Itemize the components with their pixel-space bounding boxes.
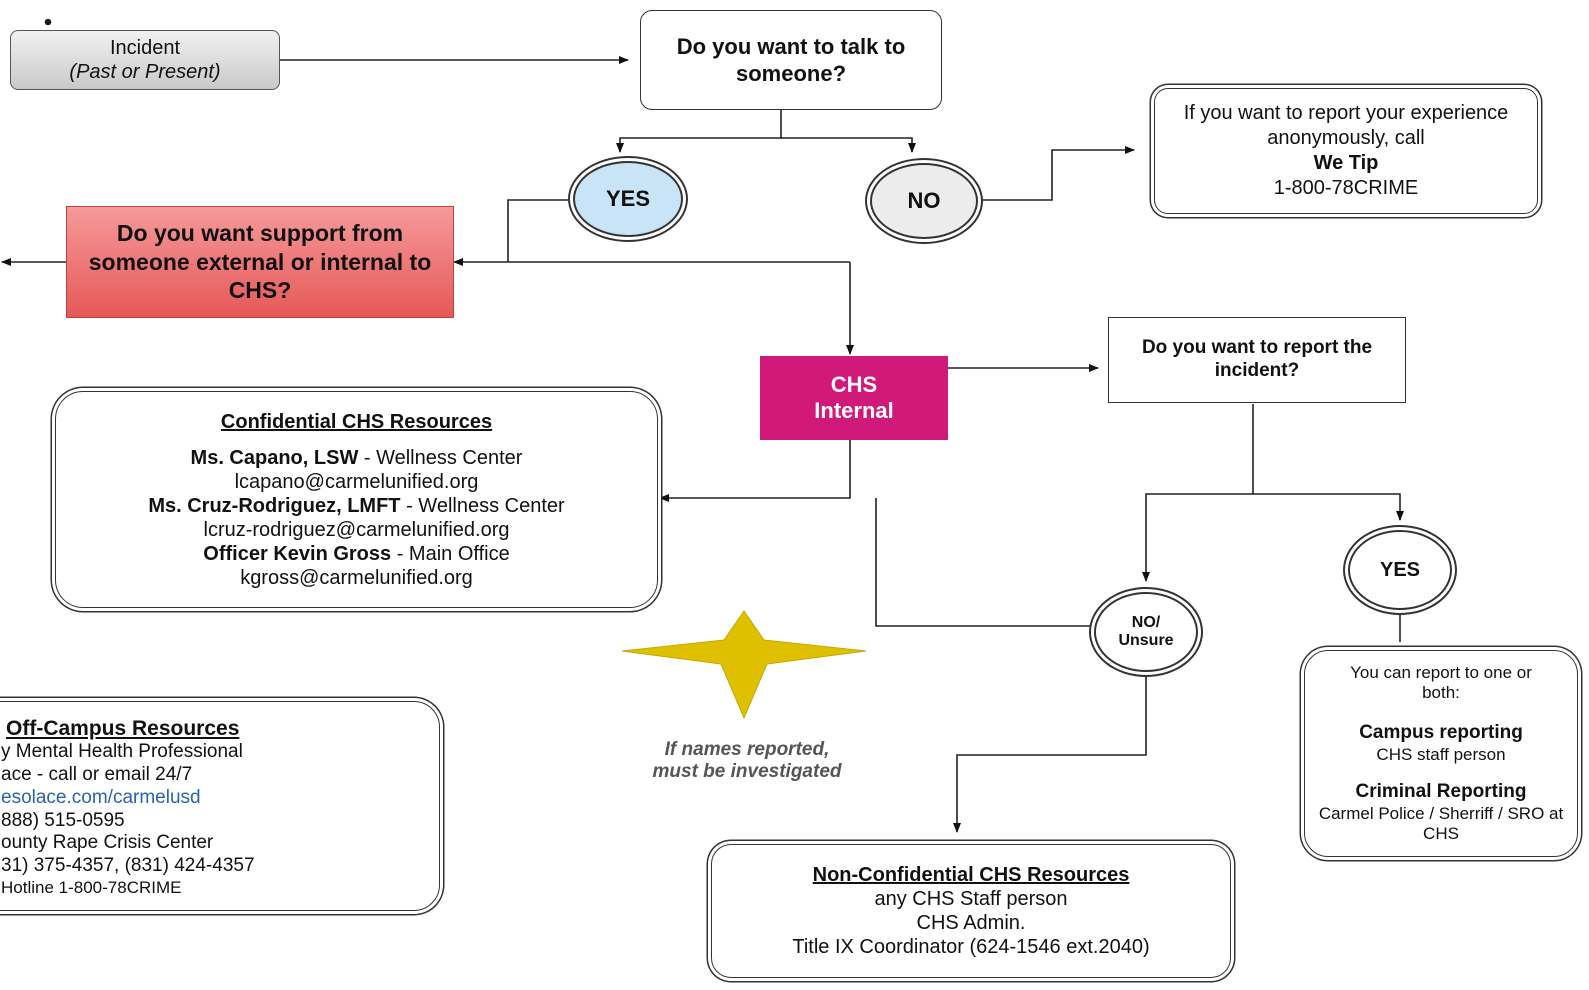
arrow-to-non-confidential [953, 672, 1147, 833]
confidential-email: lcruz-rodriguez@carmelunified.org [203, 518, 510, 541]
report-options-intro: You can report to one or both: [1350, 663, 1532, 703]
yes-node: YES [573, 161, 683, 237]
support-question-box: Do you want support from someone externa… [66, 206, 454, 318]
we-tip-intro: If you want to report your experience an… [1183, 102, 1509, 149]
non-confidential-line: CHS Admin. [916, 912, 1026, 934]
incident-subtitle: (Past or Present) [69, 61, 221, 83]
wire-yes-down [507, 199, 568, 262]
talk-question-text: Do you want to talk to someone? [676, 33, 906, 87]
confidential-email: kgross@carmelunified.org [240, 566, 473, 589]
no-unsure-node: NO/ Unsure [1094, 592, 1198, 672]
wire-no-unsure-back [875, 498, 1090, 627]
we-tip-name: We Tip [1313, 152, 1379, 174]
talk-question-box: Do you want to talk to someone? [640, 10, 942, 110]
investigate-note-text: If names reported, must be investigated [652, 738, 842, 782]
arrow-to-confidential [659, 440, 851, 502]
support-question-text: Do you want support from someone externa… [88, 220, 432, 304]
investigate-note: If names reported, must be investigated [642, 728, 852, 794]
off-campus-line: 31) 375-4357, (831) 424-4357 [1, 855, 255, 877]
yes-label: YES [605, 186, 651, 211]
we-tip-phone: 1-800-78CRIME [1273, 177, 1419, 199]
chs-internal-box: CHS Internal [760, 356, 948, 440]
confidential-resources-box: Confidential CHS Resources Ms. Capano, L… [55, 391, 658, 608]
off-campus-title: Off-Campus Resources [6, 717, 240, 740]
report-options-box: You can report to one or both: Campus re… [1304, 650, 1578, 857]
non-confidential-line: Title IX Coordinator (624-1546 ext.2040) [792, 936, 1150, 958]
dot-marker [44, 18, 52, 26]
campus-reporting-detail: CHS staff person [1376, 744, 1506, 764]
arrow-to-no [781, 137, 916, 153]
yes-report-label: YES [1379, 558, 1421, 581]
off-campus-line: Hotline 1-800-78CRIME [1, 877, 182, 897]
non-confidential-resources-box: Non-Confidential CHS Resources any CHS S… [711, 844, 1231, 978]
chs-internal-label: CHS Internal [814, 371, 894, 423]
arrow-to-yes [616, 110, 782, 153]
no-node: NO [870, 163, 978, 239]
confidential-person: Officer Kevin Gross - Main Office [203, 542, 510, 565]
non-confidential-line: any CHS Staff person [874, 888, 1068, 910]
confidential-email: lcapano@carmelunified.org [234, 470, 479, 493]
confidential-person: Ms. Cruz-Rodriguez, LMFT - Wellness Cent… [148, 494, 565, 517]
arrow-to-no-unsure [1142, 404, 1254, 582]
no-unsure-label: NO/ Unsure [1118, 613, 1174, 649]
off-campus-line: ace - call or email 24/7 [1, 763, 193, 785]
report-question-box: Do you want to report the incident? [1108, 317, 1406, 403]
non-confidential-title: Non-Confidential CHS Resources [812, 864, 1130, 886]
confidential-title: Confidential CHS Resources [220, 410, 493, 433]
report-question-text: Do you want to report the incident? [1141, 337, 1373, 381]
off-campus-resources-box: Off-Campus Resources y Mental Health Pro… [0, 701, 440, 911]
yes-report-node: YES [1348, 530, 1452, 610]
off-campus-line: 888) 515-0595 [1, 809, 125, 831]
arrow-to-wetip [968, 146, 1135, 201]
criminal-reporting-detail: Carmel Police / Sherriff / SRO at CHS [1318, 803, 1564, 844]
star-icon [621, 610, 867, 720]
we-tip-box: If you want to report your experience an… [1154, 88, 1538, 214]
incident-title: Incident [109, 37, 181, 59]
no-label: NO [907, 188, 941, 213]
confidential-person: Ms. Capano, LSW - Wellness Center [190, 446, 523, 469]
off-campus-line: ounty Rape Crisis Center [1, 832, 214, 854]
campus-reporting-title: Campus reporting [1359, 721, 1523, 743]
arrow-to-yes2 [1253, 493, 1404, 521]
off-campus-link[interactable]: esolace.com/carmelusd [1, 786, 201, 808]
criminal-reporting-title: Criminal Reporting [1355, 780, 1527, 802]
incident-box: Incident (Past or Present) [10, 30, 280, 90]
off-campus-line: y Mental Health Professional [1, 741, 243, 763]
